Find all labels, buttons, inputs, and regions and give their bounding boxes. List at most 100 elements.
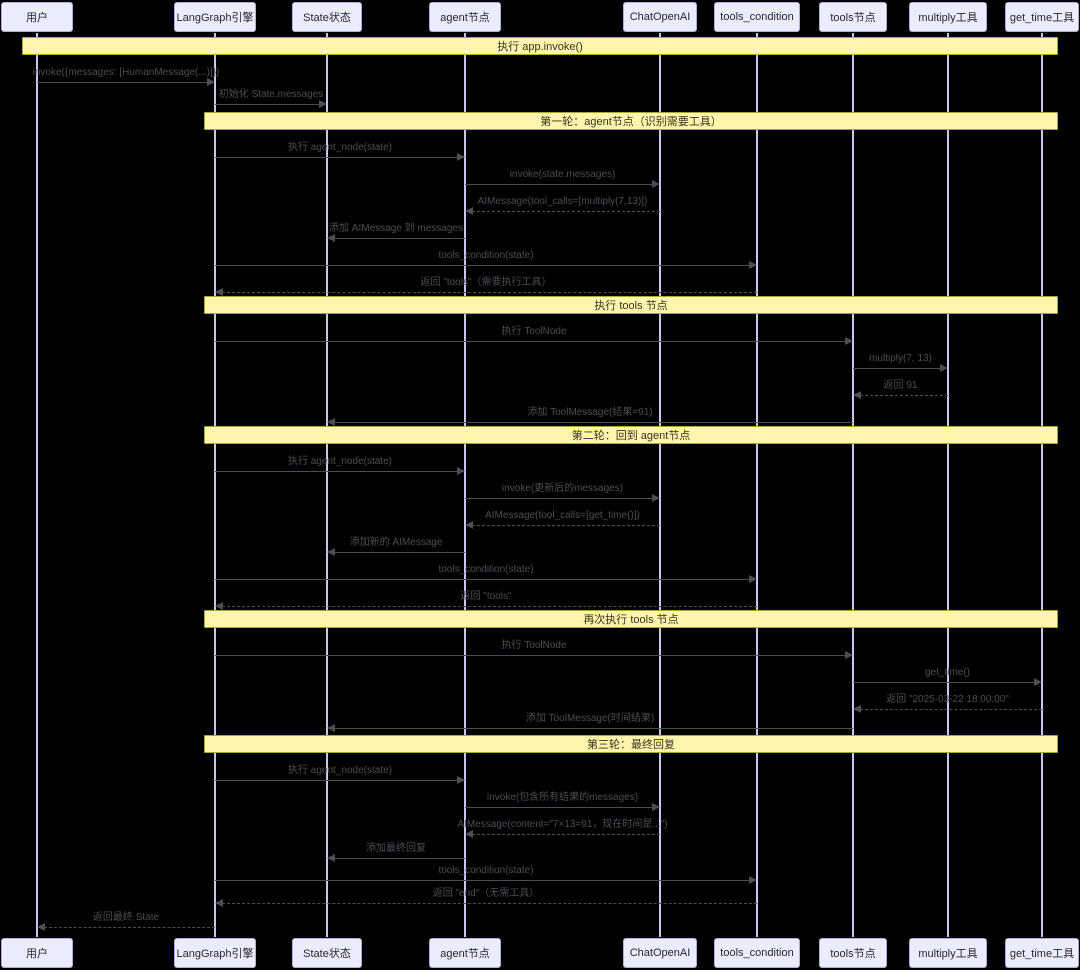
message-line	[215, 104, 320, 105]
message-label: tools_condition(state)	[438, 564, 534, 575]
message-arrowhead	[457, 776, 465, 784]
message-label: invoke(包含所有结果的messages)	[486, 792, 639, 803]
lifeline-state	[326, 33, 328, 937]
message-label: invoke(更新后的messages)	[501, 483, 624, 494]
message-label: 返回 "2025-03-22 18:00:00"	[886, 694, 1009, 705]
message-arrowhead	[327, 418, 335, 426]
message-line	[472, 834, 660, 835]
lifeline-multiply	[947, 33, 949, 937]
message-line	[465, 498, 653, 499]
participant-bottom-agent: agent节点	[429, 938, 501, 968]
participant-top-tools: tools节点	[819, 2, 887, 32]
message-label: 添加最终回复	[366, 843, 426, 854]
lifeline-user	[36, 33, 38, 937]
message-arrowhead	[457, 467, 465, 475]
message-arrowhead	[845, 337, 853, 345]
message-line	[215, 579, 750, 580]
section-band: 再次执行 tools 节点	[204, 610, 1058, 628]
participant-bottom-get-time: get_time工具	[1005, 938, 1079, 968]
message-arrowhead	[749, 575, 757, 583]
message-line	[215, 471, 458, 472]
message-arrowhead	[853, 705, 861, 713]
message-line	[215, 780, 458, 781]
message-arrowhead	[652, 803, 660, 811]
lifeline-agent	[464, 33, 466, 937]
message-line	[334, 858, 465, 859]
message-line	[215, 265, 750, 266]
message-label: 添加 AIMessage 到 messages	[329, 223, 463, 234]
message-arrowhead	[319, 100, 327, 108]
participant-bottom-user: 用户	[1, 938, 73, 968]
message-line	[334, 238, 465, 239]
message-line	[222, 292, 757, 293]
message-label: invoke(state.messages)	[509, 169, 616, 180]
participant-top-multiply: multiply工具	[909, 2, 987, 32]
message-arrowhead	[845, 651, 853, 659]
participant-bottom-tools: tools节点	[819, 938, 887, 968]
lifeline-get-time	[1041, 33, 1043, 937]
message-arrowhead	[327, 234, 335, 242]
lifeline-tools	[852, 33, 854, 937]
message-arrowhead	[853, 391, 861, 399]
message-label: 添加 ToolMessage(时间结果)	[525, 713, 655, 724]
message-line	[215, 655, 846, 656]
lifeline-langgraph	[214, 33, 216, 937]
message-arrowhead	[1034, 678, 1042, 686]
message-arrowhead	[215, 288, 223, 296]
message-line	[465, 184, 653, 185]
message-label: 返回 "tools"（需要执行工具）	[420, 277, 552, 288]
message-arrowhead	[215, 899, 223, 907]
section-band: 第二轮：回到 agent节点	[204, 426, 1058, 444]
section-band: 执行 app.invoke()	[22, 37, 1058, 55]
section-band: 执行 tools 节点	[204, 296, 1058, 314]
participant-top-user: 用户	[1, 2, 73, 32]
message-label: 返回 91	[883, 380, 918, 391]
message-label: 返回 "end"（无需工具）	[432, 888, 540, 899]
lifeline-chatopenai	[659, 33, 661, 937]
message-arrowhead	[652, 180, 660, 188]
participant-bottom-chatopenai: ChatOpenAI	[623, 938, 697, 968]
message-line	[472, 211, 660, 212]
message-line	[860, 395, 948, 396]
participant-bottom-langgraph: LangGraph引擎	[174, 938, 256, 968]
message-label: 执行 agent_node(state)	[288, 765, 392, 776]
message-line	[853, 368, 941, 369]
message-label: 执行 agent_node(state)	[288, 142, 392, 153]
participant-top-langgraph: LangGraph引擎	[174, 2, 256, 32]
section-band: 第三轮：最终回复	[204, 735, 1058, 753]
message-line	[44, 927, 215, 928]
message-line	[334, 552, 465, 553]
message-arrowhead	[940, 364, 948, 372]
message-line	[215, 880, 750, 881]
message-arrowhead	[652, 494, 660, 502]
message-arrowhead	[215, 602, 223, 610]
message-label: 执行 ToolNode	[501, 640, 567, 651]
message-arrowhead	[207, 78, 215, 86]
message-line	[334, 422, 853, 423]
message-line	[222, 606, 757, 607]
lifeline-tools-condition	[756, 33, 758, 937]
message-label: 执行 ToolNode	[501, 326, 567, 337]
message-label: AIMessage(content="7×13=91，现在时间是...")	[457, 819, 668, 830]
message-line	[334, 728, 853, 729]
participant-top-get-time: get_time工具	[1005, 2, 1079, 32]
message-label: 初始化 State.messages	[218, 89, 324, 100]
message-label: tools_condition(state)	[438, 865, 534, 876]
message-arrowhead	[749, 876, 757, 884]
message-line	[465, 807, 653, 808]
message-arrowhead	[327, 854, 335, 862]
message-arrowhead	[749, 261, 757, 269]
message-arrowhead	[457, 153, 465, 161]
participant-top-chatopenai: ChatOpenAI	[623, 2, 697, 32]
message-label: 添加新的 AIMessage	[349, 537, 443, 548]
message-label: 添加 ToolMessage(结果=91)	[527, 407, 653, 418]
message-line	[860, 709, 1042, 710]
message-line	[215, 157, 458, 158]
message-arrowhead	[327, 724, 335, 732]
message-line	[853, 682, 1035, 683]
message-label: AIMessage(tool_calls=[multiply(7,13)])	[477, 196, 648, 207]
message-label: AIMessage(tool_calls=[get_time()])	[485, 510, 640, 521]
message-arrowhead	[465, 521, 473, 529]
message-line	[222, 903, 757, 904]
